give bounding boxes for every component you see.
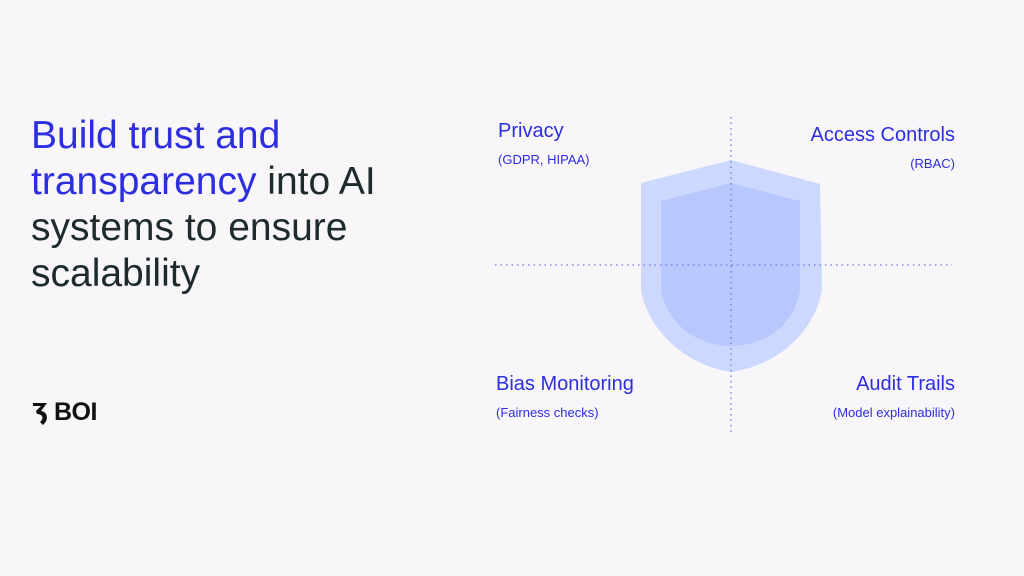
quadrant-subtitle: (GDPR, HIPAA) — [498, 152, 590, 167]
quadrant-subtitle: (Model explainability) — [832, 405, 955, 420]
logo-text: BOI — [54, 398, 97, 426]
headline-accent: Build trust and transparency — [31, 114, 281, 203]
logo-mark-icon — [33, 402, 47, 425]
shield-inner-icon — [661, 183, 800, 346]
quadrant-title: Access Controls — [810, 124, 956, 146]
quadrant-bias-monitoring: Bias Monitoring (Fairness checks) — [496, 373, 634, 420]
headline-rest: into AI systems to ensure scalability — [31, 160, 376, 295]
quadrant-privacy: Privacy (GDPR, HIPAA) — [498, 120, 590, 167]
quadrant-audit-trails: Audit Trails (Model explainability) — [833, 373, 955, 420]
headline: Build trust and transparency into AI sys… — [31, 113, 471, 297]
quadrant-title: Audit Trails — [856, 373, 955, 395]
quadrant-title: Bias Monitoring — [496, 373, 634, 395]
quadrant-subtitle: (Fairness checks) — [496, 405, 599, 420]
quadrant-title: Privacy — [498, 120, 564, 142]
quadrant-subtitle: (RBAC) — [910, 156, 955, 171]
quadrant-access-controls: Access Controls (RBAC) — [811, 124, 956, 171]
boi-logo: BOI — [31, 398, 97, 427]
